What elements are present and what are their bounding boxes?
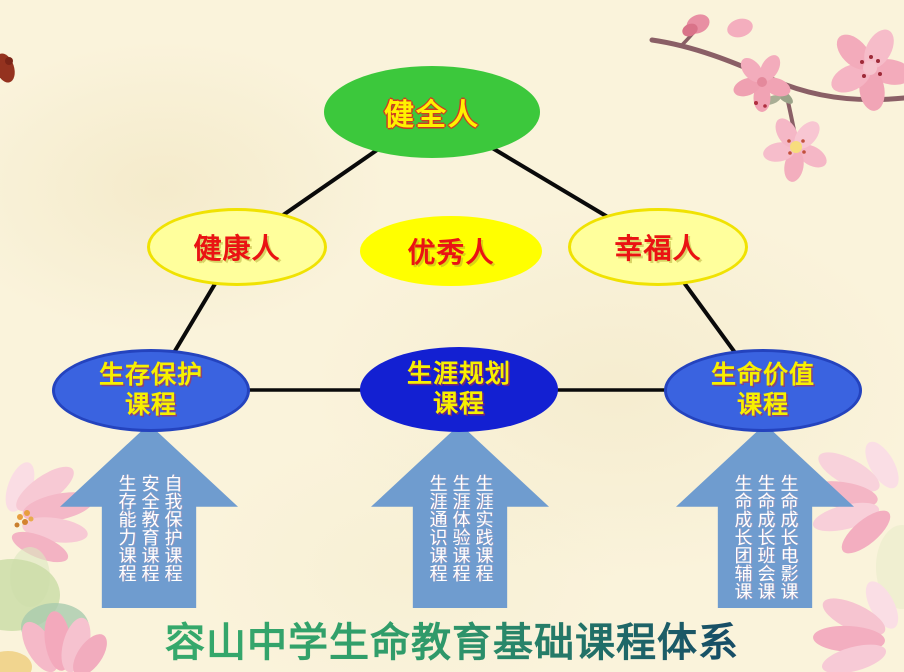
node-label: 健全人	[384, 99, 480, 132]
node-happy-person: 幸福人	[568, 208, 748, 286]
lotus-right-icon	[806, 441, 904, 672]
lotus-left-icon	[0, 462, 107, 672]
slide-title: 容山中学生命教育基础课程体系	[0, 610, 904, 668]
node-label: 优秀人	[407, 237, 495, 268]
arrow-life-value-courses: 生命成长电影课 生命成长班会课 生命成长团辅课	[676, 424, 854, 608]
node-career-planning-course: 生涯规划 课程	[360, 347, 558, 432]
course-item: 生命成长电影课	[778, 474, 799, 600]
course-item: 生存能力课程	[116, 474, 137, 582]
arrow-career-courses: 生涯实践课程 生涯体验课程 生涯通识课程	[371, 424, 549, 608]
node-survival-protection-course: 生存保护 课程	[52, 349, 250, 432]
red-bud-icon	[0, 53, 15, 83]
course-item: 生涯实践课程	[473, 474, 494, 582]
node-healthy-person: 健康人	[147, 208, 327, 286]
node-label-line1: 生涯规划	[406, 360, 511, 388]
course-item: 生涯通识课程	[427, 474, 448, 582]
node-label-line2: 课程	[432, 389, 485, 418]
node-label-line2: 课程	[124, 390, 177, 419]
node-whole-person: 健全人	[324, 66, 540, 158]
arrow-survival-courses: 自我保护课程 安全教育课程 生存能力课程	[60, 424, 238, 608]
node-life-value-course: 生命价值 课程	[664, 349, 862, 432]
node-label-line2: 课程	[736, 390, 789, 419]
course-item: 自我保护课程	[162, 474, 183, 582]
node-label: 健康人	[193, 233, 281, 264]
node-label-line1: 生存保护	[98, 361, 203, 389]
node-excellent-person: 优秀人	[360, 216, 542, 286]
course-item: 生涯体验课程	[450, 474, 471, 582]
course-item: 安全教育课程	[139, 474, 160, 582]
course-item: 生命成长班会课	[755, 474, 776, 600]
course-item: 生命成长团辅课	[732, 474, 753, 600]
node-label: 幸福人	[614, 233, 702, 264]
node-label-line1: 生命价值	[710, 361, 815, 389]
blossom-branch-icon	[649, 14, 904, 182]
